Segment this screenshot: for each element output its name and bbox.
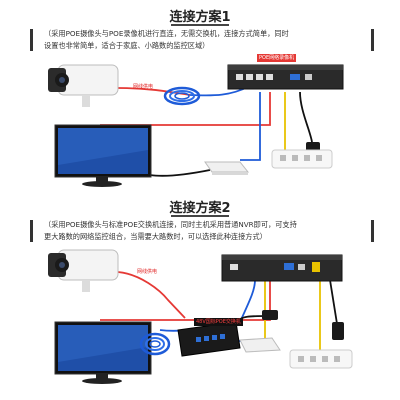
monitor-hdmi-cable <box>100 92 271 126</box>
bracket-left <box>30 29 33 51</box>
camera2-cable-red <box>117 271 186 319</box>
monitor1-neck <box>96 177 108 182</box>
scheme1-title-text: 连接方案1 <box>169 10 231 25</box>
scheme1-desc-line1: （采用POE摄像头与POE录像机进行直连，无需交换机，连接方式简单，同时 <box>44 29 289 38</box>
nvr1-port <box>256 74 263 80</box>
scheme1-title: 连接方案1 <box>0 6 400 26</box>
scheme1-description: （采用POE摄像头与POE录像机进行直连，无需交换机，连接方式简单，同时 设置也… <box>30 28 374 52</box>
cable-coil-2 <box>139 332 171 356</box>
nvr1-port <box>266 74 273 80</box>
power-strip2 <box>289 349 353 369</box>
nvr2 <box>221 254 343 282</box>
switch-label: 48V国标POE交换机 <box>194 318 243 326</box>
nvr-adapter-cable <box>299 91 313 143</box>
nvr1-vga-port <box>290 74 300 80</box>
switch-power-adapter <box>262 310 278 320</box>
nvr-router-cable <box>240 92 261 161</box>
cable-label-2: 网线供电 <box>137 269 158 275</box>
nvr2-power-port <box>312 262 320 272</box>
poe-nvr <box>227 64 344 90</box>
scheme2-desc-line2: 更大路数的网络监控组合，当需要大路数时，可以选择此种连接方式） <box>44 232 267 241</box>
cable-label-1: 网线供电 <box>133 84 154 90</box>
monitor1-stand <box>82 181 122 187</box>
bracket-right <box>371 29 374 51</box>
bracket-left <box>30 220 33 242</box>
camera2 <box>48 249 119 292</box>
cable-coil-1 <box>163 86 201 106</box>
scheme2-title-underline <box>171 215 229 217</box>
strip1-body <box>271 149 333 169</box>
camera1-mount <box>82 95 90 107</box>
power-strip1 <box>271 149 333 169</box>
nvr1-port <box>246 74 253 80</box>
scheme2-description: （采用POE摄像头与标准POE交换机连接，同时主机采用普通NVR即可，可支持 更… <box>30 219 374 243</box>
scheme1-desc-line2: 设置也非常简单，适合于家庭、小路数的监控区域） <box>44 41 210 50</box>
scheme1-title-underline <box>171 24 229 26</box>
camera1-lens-glass <box>59 77 65 83</box>
router2-body <box>239 337 281 353</box>
scheme2-desc-line1: （采用POE摄像头与标准POE交换机连接，同时主机采用普通NVR即可，可支持 <box>44 220 297 229</box>
camera-cable-red <box>117 87 191 96</box>
monitor-power-cable <box>149 169 211 177</box>
nvr1-hdmi-port <box>305 74 312 80</box>
nvr1-port <box>236 74 243 80</box>
scheme2-title: 连接方案2 <box>0 197 400 217</box>
strip2-body <box>289 349 353 369</box>
nvr2-vga-port <box>284 263 294 270</box>
switch-to-nvr-blue <box>239 279 256 323</box>
monitor1 <box>54 124 152 187</box>
router2 <box>239 337 281 353</box>
poe-switch <box>177 321 241 357</box>
scheme2-title-text: 连接方案2 <box>169 201 231 216</box>
nvr2-power-adapter <box>332 322 344 340</box>
router1-body <box>204 161 250 173</box>
router1 <box>204 161 250 175</box>
monitor2 <box>54 321 152 384</box>
camera1 <box>48 64 119 107</box>
nvr2-adapter-cable <box>329 279 339 331</box>
bracket-right <box>371 220 374 242</box>
nvr-label: POE网络录像机 <box>257 54 297 62</box>
